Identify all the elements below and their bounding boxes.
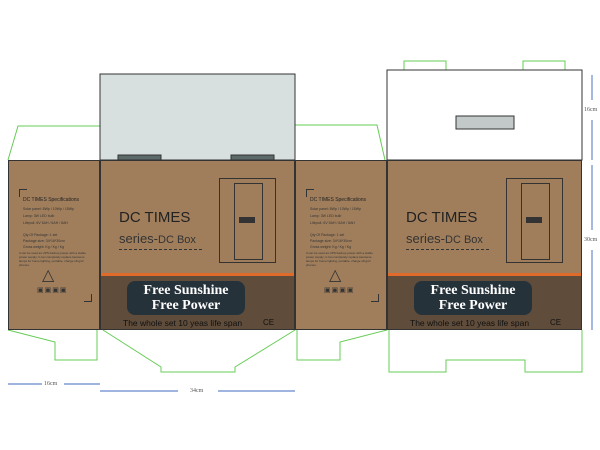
spec-row: Package size: 34*16*30cm	[310, 239, 352, 243]
height-label: 30cm	[584, 237, 598, 243]
ce-mark-icon: CE	[263, 318, 275, 327]
package-handling-icons: ▣▣▣▣	[324, 287, 355, 294]
spec-row: Qty Of Package: 1 set	[310, 233, 345, 237]
spec-row: Lamp: 3W LED bulb	[310, 214, 342, 218]
recycle-icon: △	[329, 267, 342, 284]
ce-mark-icon: CE	[550, 318, 562, 327]
front-width-label: 34cm	[190, 388, 204, 394]
spec-row: Gross weight: Kg / Kg / Kg	[310, 245, 352, 249]
brand-title: DC TIMES	[119, 209, 191, 226]
spec-row: Lifepo4: 6V 5AH / 6AH / 8AH	[310, 221, 355, 225]
spec-title: DC TIMES Specifications	[310, 197, 367, 203]
spec-row: Gross weight: Kg / Kg / Kg	[23, 245, 65, 249]
lifespan-text: The whole set 10 yeas life span	[410, 318, 530, 328]
side-width-label: 16cm	[44, 381, 58, 387]
lifespan-text: The whole set 10 yeas life span	[123, 318, 243, 328]
flap-depth-label: 16cm	[584, 107, 598, 113]
spec-note: It can be used as UPS backup power with …	[306, 251, 373, 267]
spec-row: Solar panel: 8Wp / 10Wp / 15Wp	[23, 207, 74, 211]
spec-row: Qty Of Package: 1 set	[23, 233, 58, 237]
side-panel-right: DC TIMES Specifications Solar panel: 8Wp…	[295, 160, 387, 330]
recycle-icon: △	[42, 267, 55, 284]
spec-row: Lifepo4: 6V 5AH / 6AH / 8AH	[23, 221, 68, 225]
series-label: series-DC Box	[119, 231, 196, 246]
dc-box-device-illustration	[506, 178, 563, 263]
spec-note: It can be used as UPS backup power with …	[19, 251, 86, 267]
spec-row: Solar panel: 8Wp / 10Wp / 15Wp	[310, 207, 361, 211]
spec-title: DC TIMES Specifications	[23, 197, 80, 203]
series-label: series-DC Box	[406, 231, 483, 246]
dc-box-device-illustration	[219, 178, 276, 263]
package-handling-icons: ▣▣▣▣	[37, 287, 68, 294]
spec-row: Package size: 34*16*30cm	[23, 239, 65, 243]
side-panel-left: DC TIMES Specifications Solar panel: 8Wp…	[8, 160, 100, 330]
spec-row: Lamp: 3W LED bulb	[23, 214, 55, 218]
brand-title: DC TIMES	[406, 209, 478, 226]
